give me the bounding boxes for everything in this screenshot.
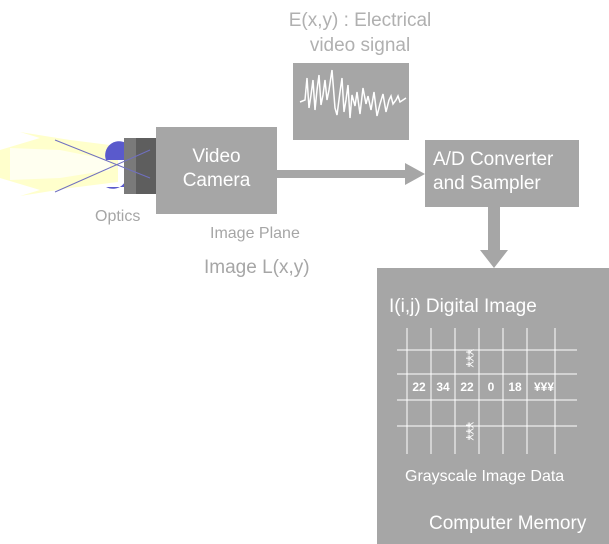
video-camera-label: Video Camera: [182, 146, 251, 191]
pixel-value-6: ¥¥¥: [533, 380, 555, 394]
camera-housing: [124, 138, 136, 194]
arrow-adc-to-memory: [488, 207, 500, 252]
digital-image-title: I(i,j) Digital Image: [389, 296, 537, 317]
optics-label: Optics: [95, 208, 141, 225]
arrow-camera-to-adc: [277, 170, 407, 178]
signal-title: E(x,y) : Electrical video signal: [250, 8, 470, 58]
pixel-value-4: 0: [487, 380, 495, 394]
pixel-value-2: 34: [436, 380, 450, 394]
computer-memory-label: Computer Memory: [429, 513, 587, 534]
signal-title-line2: video signal: [309, 35, 411, 56]
image-label: Image L(x,y): [204, 257, 310, 278]
vertical-marks-top: ¥¥¥: [463, 348, 475, 368]
ad-converter-label: A/D Converter and Sampler: [433, 149, 554, 194]
ad-converter-box: A/D Converter and Sampler: [425, 140, 579, 207]
signal-title-line1: E(x,y) : Electrical: [288, 10, 432, 31]
pixel-grid: [397, 328, 577, 454]
image-plane-label: Image Plane: [210, 225, 300, 242]
video-signal-waveform: [299, 69, 407, 119]
pixel-value-5: 18: [508, 380, 522, 394]
lens-top: [105, 141, 126, 160]
vertical-marks-bottom: ¥¥¥: [463, 421, 475, 441]
pixel-value-1: 22: [412, 380, 426, 394]
computer-memory-box: I(i,j) Digital Image 22 34 22 0 18 ¥¥¥ ¥…: [377, 268, 609, 544]
pixel-value-3: 22: [460, 380, 474, 394]
grayscale-data-label: Grayscale Image Data: [405, 468, 565, 485]
video-camera-box: Video Camera: [156, 127, 277, 214]
